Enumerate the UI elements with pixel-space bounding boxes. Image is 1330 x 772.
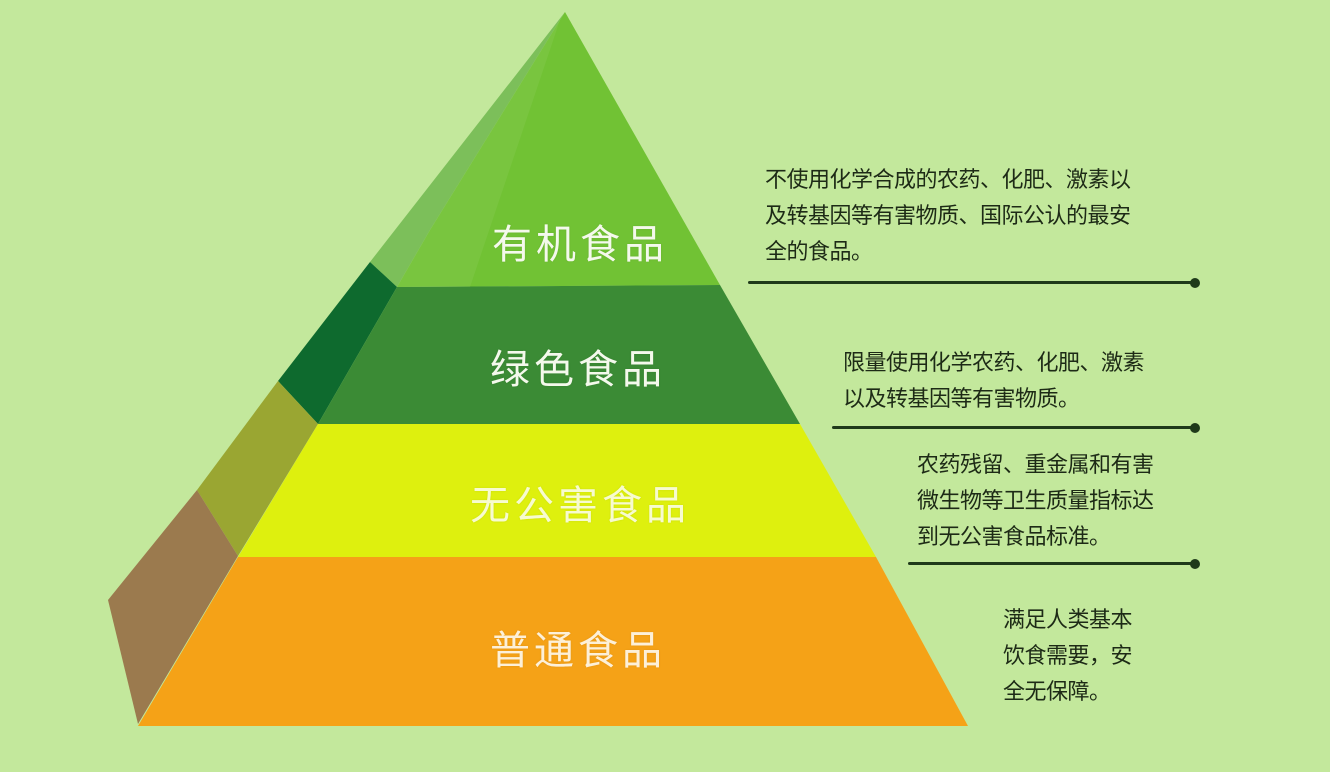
divider-dot: [1190, 422, 1200, 433]
pollution-free-front-face: [238, 424, 876, 557]
description-line: 微生物等卫生质量指标达: [917, 489, 1154, 514]
pollution-free-side-face: [197, 381, 318, 556]
divider-dot: [1190, 277, 1200, 288]
description-line: 限量使用化学农药、化肥、激素: [843, 351, 1145, 376]
description-line: 及转基因等有害物质、国际公认的最安: [765, 204, 1131, 229]
green-side-face: [278, 262, 397, 424]
organic-side-face: [370, 12, 565, 287]
description-line: 农药残留、重金属和有害: [917, 453, 1154, 478]
description-line: 满足人类基本: [1003, 608, 1133, 633]
tier-label-organic: 有机食品: [492, 222, 668, 268]
divider-organic: [748, 277, 1200, 288]
organic-shade: [397, 12, 565, 287]
description-line: 到无公害食品标准。: [917, 525, 1111, 550]
ordinary-front-face: [138, 557, 968, 726]
description-line: 全的食品。: [765, 240, 873, 265]
description-ordinary: 满足人类基本 饮食需要，安 全无保障。: [1003, 603, 1133, 711]
tier-label-ordinary: 普通食品: [490, 628, 666, 674]
description-green: 限量使用化学农药、化肥、激素 以及转基因等有害物质。: [843, 346, 1145, 418]
description-line: 以及转基因等有害物质。: [843, 387, 1080, 412]
organic-front-face: [397, 12, 720, 287]
tier-label-pollution-free: 无公害食品: [470, 483, 690, 529]
description-line: 不使用化学合成的农药、化肥、激素以: [765, 168, 1131, 193]
divider-pollution-free: [908, 558, 1200, 569]
description-pollution-free: 农药残留、重金属和有害 微生物等卫生质量指标达 到无公害食品标准。: [917, 448, 1154, 556]
divider-green: [832, 422, 1200, 433]
tier-label-green: 绿色食品: [490, 347, 666, 393]
divider-dot: [1190, 558, 1200, 569]
description-organic: 不使用化学合成的农药、化肥、激素以 及转基因等有害物质、国际公认的最安 全的食品…: [765, 163, 1131, 271]
description-line: 饮食需要，安: [1003, 644, 1133, 669]
description-line: 全无保障。: [1003, 680, 1111, 705]
green-front-face: [318, 285, 800, 424]
ordinary-side-face: [108, 490, 238, 724]
